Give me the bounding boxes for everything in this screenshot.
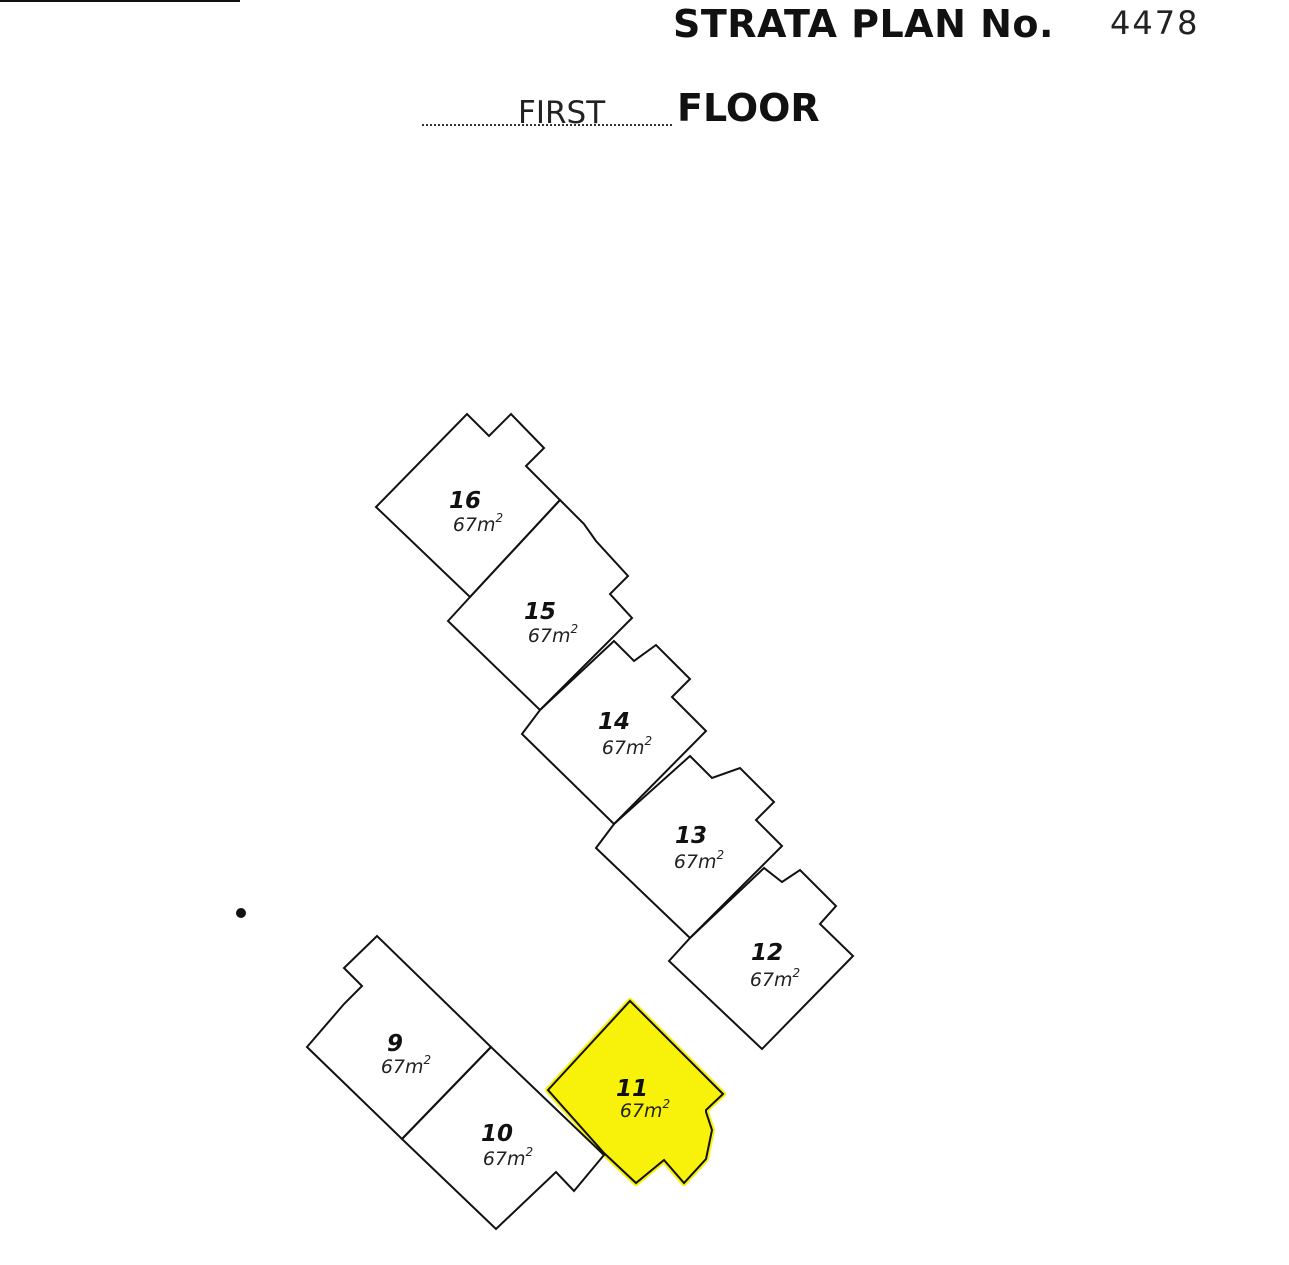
lot-14-area: 67m2	[602, 734, 652, 759]
lot-12-area-value: 67m	[750, 969, 793, 991]
lot-9-area-exponent: 2	[424, 1053, 432, 1067]
plan-title: STRATA PLAN No.	[673, 2, 1054, 46]
lot-11-area-exponent: 2	[663, 1097, 671, 1111]
lot-10-area: 67m2	[483, 1145, 533, 1170]
lot-13-area-value: 67m	[674, 851, 717, 873]
lot-14-area-exponent: 2	[645, 734, 653, 748]
lot-15-area-value: 67m	[528, 625, 571, 647]
lot-10-area-exponent: 2	[526, 1145, 534, 1159]
lot-11-number: 11	[616, 1076, 648, 1102]
lot-11-area-value: 67m	[620, 1100, 663, 1122]
lot-14-boundary	[520, 639, 708, 826]
lot-9-number: 9	[387, 1031, 403, 1057]
survey-mark-dot	[236, 908, 246, 918]
lot-13-area: 67m2	[674, 848, 724, 873]
lot-15-area-exponent: 2	[571, 622, 579, 636]
lot-15-area: 67m2	[528, 622, 578, 647]
lot-13-number: 13	[675, 823, 707, 849]
floor-dotted-line	[422, 124, 672, 126]
lot-12-boundary	[667, 866, 855, 1051]
plan-number: 4478	[1110, 4, 1200, 42]
lot-outlines	[305, 412, 855, 1231]
lot-10-number: 10	[481, 1121, 513, 1147]
lot-10-area-value: 67m	[483, 1148, 526, 1170]
lot-10-boundary	[400, 1045, 606, 1231]
lot-12-area: 67m2	[750, 966, 800, 991]
lot-13-boundary	[594, 754, 784, 940]
lot-16-number: 16	[449, 488, 481, 514]
lot-16-area-value: 67m	[453, 514, 496, 536]
lot-13-area-exponent: 2	[717, 848, 725, 862]
lot-labels: 1667m21567m21467m21367m21267m2967m21067m…	[381, 488, 800, 1170]
lot-11-area: 67m2	[620, 1097, 670, 1122]
lot-16-area-exponent: 2	[496, 511, 504, 525]
scan-edge-line	[0, 0, 240, 2]
lot-11-boundary	[546, 999, 725, 1185]
lot-14-number: 14	[598, 709, 630, 735]
lot-9-area: 67m2	[381, 1053, 431, 1078]
lot-15-boundary	[446, 498, 634, 712]
lot-12-area-exponent: 2	[793, 966, 801, 980]
lot-16-area: 67m2	[453, 511, 503, 536]
lot-15-number: 15	[524, 599, 556, 625]
lot-14-area-value: 67m	[602, 737, 645, 759]
floor-name: FIRST	[518, 95, 606, 131]
floor-label: FLOOR	[677, 86, 820, 130]
lot-9-area-value: 67m	[381, 1056, 424, 1078]
lot-12-number: 12	[751, 940, 783, 966]
